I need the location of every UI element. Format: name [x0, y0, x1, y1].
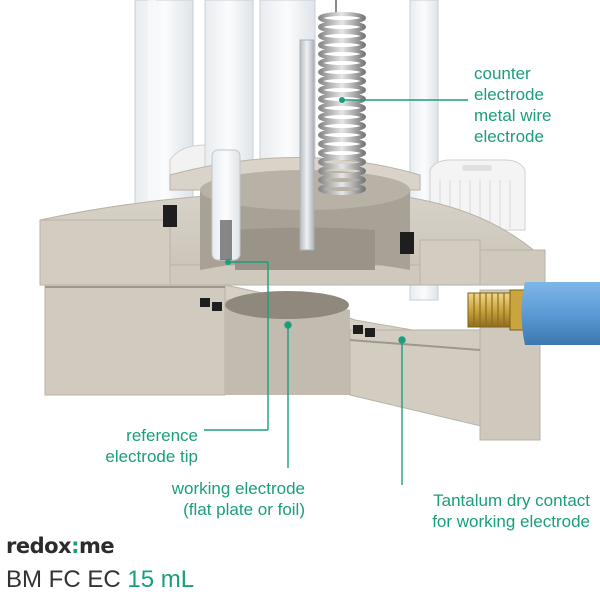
blue-cable [521, 282, 600, 345]
brand-part-2: me [79, 534, 115, 558]
coil-turn [318, 129, 366, 141]
brand-colon: : [71, 534, 80, 558]
coil-turn [318, 138, 366, 150]
label-line: electrode tip [105, 447, 198, 466]
label-line: (flat plate or foil) [183, 500, 305, 519]
label-line: counter [474, 64, 531, 83]
label-line: reference [126, 426, 198, 445]
coil-turn [318, 12, 366, 24]
coil-turn [318, 57, 366, 69]
coil-turn [318, 66, 366, 78]
coil-turn [318, 84, 366, 96]
product-model: BM FC EC [6, 566, 121, 593]
reference-electrode-label: reference electrode tip [78, 425, 198, 467]
brand-part-1: redox [6, 534, 72, 558]
coil-turn [318, 147, 366, 159]
coil-turn [318, 111, 366, 123]
label-line: metal wire [474, 106, 552, 125]
dry-contact-connector [467, 289, 531, 331]
brand-logo: redox:me [6, 534, 115, 558]
coil-turn [318, 48, 366, 60]
label-line: working electrode [171, 479, 305, 498]
product-title: BM FC EC 15 mL [6, 566, 194, 594]
reference-electrode [211, 149, 241, 265]
counter-electrode-label: counter electrode metal wire electrode [474, 63, 551, 147]
coil-turn [318, 39, 366, 51]
cell-base [44, 284, 541, 441]
working-electrode-label: working electrode (flat plate or foil) [120, 478, 305, 520]
coil-turn [318, 102, 366, 114]
tantalum-contact-label: Tantalum dry contact for working electro… [360, 490, 590, 532]
coil-turn [318, 120, 366, 132]
coil-turn [318, 75, 366, 87]
callout-lines [204, 99, 468, 485]
product-volume: 15 mL [127, 566, 195, 593]
label-line: for working electrode [432, 512, 590, 531]
rod-electrode [299, 39, 315, 251]
label-line: electrode [474, 85, 544, 104]
coil-turn [318, 21, 366, 33]
label-line: electrode [474, 127, 544, 146]
coil-turn [318, 183, 366, 195]
coil-turn [318, 30, 366, 42]
label-line: Tantalum dry contact [433, 491, 590, 510]
counter-electrode-coil [318, 0, 366, 195]
